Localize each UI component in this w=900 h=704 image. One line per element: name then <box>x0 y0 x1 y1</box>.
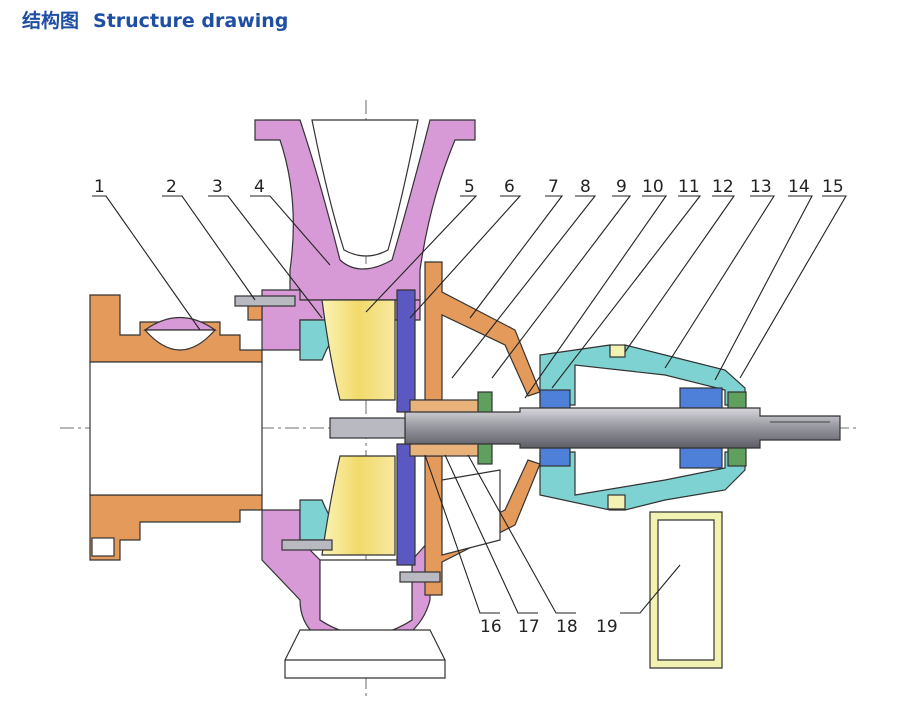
impeller <box>321 299 396 556</box>
pump-shaft <box>404 407 841 449</box>
suction-flange-bottom <box>89 494 263 561</box>
flange-bolt-top <box>234 295 296 307</box>
part-label-13: 13 <box>750 177 772 197</box>
leader-lines <box>92 195 847 614</box>
inlet-cover-under <box>143 329 217 351</box>
leader-9 <box>491 195 632 379</box>
part-number-labels: 1 2 3 4 5 6 7 8 9 10 11 12 13 14 15 16 1… <box>94 177 844 637</box>
title-english: Structure drawing <box>93 10 289 32</box>
leader-19 <box>620 564 681 614</box>
part-label-17: 17 <box>518 617 540 637</box>
gland-lower <box>477 441 493 465</box>
leader-5 <box>365 195 478 313</box>
part-label-4: 4 <box>254 177 265 197</box>
oil-filler-plug <box>609 344 626 358</box>
part-label-3: 3 <box>212 177 223 197</box>
part-label-6: 6 <box>504 177 515 197</box>
seal-packing <box>409 391 493 465</box>
page-title: 结构图 Structure drawing <box>22 6 288 33</box>
leader-16 <box>424 454 500 614</box>
front-bearing-upper <box>539 389 571 409</box>
casing-volute-lower <box>319 559 413 636</box>
part-label-11: 11 <box>678 177 700 197</box>
leader-14 <box>714 195 813 381</box>
end-cover-lower <box>727 445 747 467</box>
bearings <box>539 387 747 469</box>
impeller-lower <box>321 455 396 556</box>
leader-13 <box>664 195 775 369</box>
part-label-5: 5 <box>464 177 475 197</box>
leader-11 <box>551 195 702 389</box>
part-label-14: 14 <box>788 177 810 197</box>
support-frame-opening <box>657 519 715 661</box>
leader-10 <box>524 195 668 399</box>
part-label-2: 2 <box>166 177 177 197</box>
leader-4 <box>250 195 331 266</box>
part-label-16: 16 <box>480 617 502 637</box>
back-cover-lower <box>396 443 426 566</box>
part-label-15: 15 <box>822 177 844 197</box>
leader-6 <box>409 195 522 319</box>
leader-3 <box>208 195 323 319</box>
inlet-cover-part1 <box>143 317 217 331</box>
leader-15 <box>739 195 847 379</box>
discharge-throat <box>311 119 419 257</box>
part-label-12: 12 <box>712 177 734 197</box>
gland-upper <box>477 391 493 415</box>
casing-foot <box>284 629 446 679</box>
part-label-10: 10 <box>642 177 664 197</box>
part-label-18: 18 <box>556 617 578 637</box>
cover-bolt-bottom <box>399 571 441 583</box>
leader-17 <box>444 454 538 614</box>
part-label-8: 8 <box>580 177 591 197</box>
part-label-9: 9 <box>616 177 627 197</box>
part-label-7: 7 <box>548 177 559 197</box>
leader-2 <box>162 195 256 301</box>
leader-12 <box>624 195 736 353</box>
leader-1 <box>92 195 201 331</box>
rear-bearing-lower <box>679 447 723 469</box>
bearing-housing <box>539 344 746 511</box>
impeller-nut <box>329 417 406 439</box>
title-chinese: 结构图 <box>22 10 80 32</box>
rear-bearing-upper <box>679 387 723 409</box>
leader-7 <box>469 195 564 319</box>
back-cover-upper <box>396 289 426 413</box>
part-label-19: 19 <box>596 617 618 637</box>
suction-pipe-bore <box>89 361 263 496</box>
drain-plug <box>607 494 626 510</box>
suction-flange <box>89 294 263 561</box>
flange-bolt-bottom <box>281 539 333 551</box>
part-label-1: 1 <box>94 177 105 197</box>
impeller-upper <box>321 299 396 401</box>
flange-bolt-lug <box>91 537 115 557</box>
front-bearing-lower <box>539 447 571 467</box>
leader-18 <box>467 454 576 614</box>
leader-8 <box>451 195 597 379</box>
